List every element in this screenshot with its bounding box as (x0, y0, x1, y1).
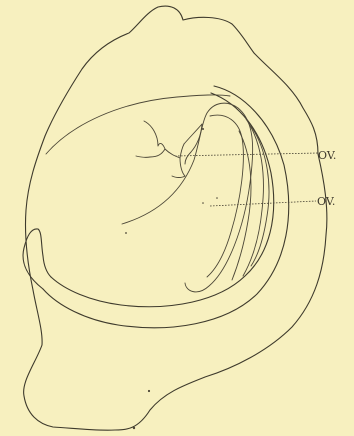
inner-rim-arc (51, 93, 274, 307)
speck-2 (125, 232, 127, 234)
upper-ov-label: OV. (318, 149, 336, 162)
optic-vesicle-fork-right (184, 124, 202, 164)
outer-contour (24, 6, 327, 430)
inner-cup-left (207, 115, 243, 277)
outer-rim-arc (43, 86, 289, 328)
speck-5 (202, 202, 204, 204)
inner-cup (122, 103, 253, 292)
speck-4 (133, 427, 135, 429)
speck-3 (148, 390, 150, 392)
left-strand-1 (232, 131, 251, 280)
lower-ov-label: OV. (317, 195, 335, 208)
optic-vesicle-fork-left (144, 121, 184, 158)
optic-vesicle-stem (172, 158, 185, 178)
left-strand-2 (243, 119, 263, 276)
optic-vesicle-branch (136, 149, 165, 157)
speck-1 (202, 128, 204, 130)
speck-6 (216, 197, 218, 199)
upper-ov-leader (175, 153, 318, 156)
